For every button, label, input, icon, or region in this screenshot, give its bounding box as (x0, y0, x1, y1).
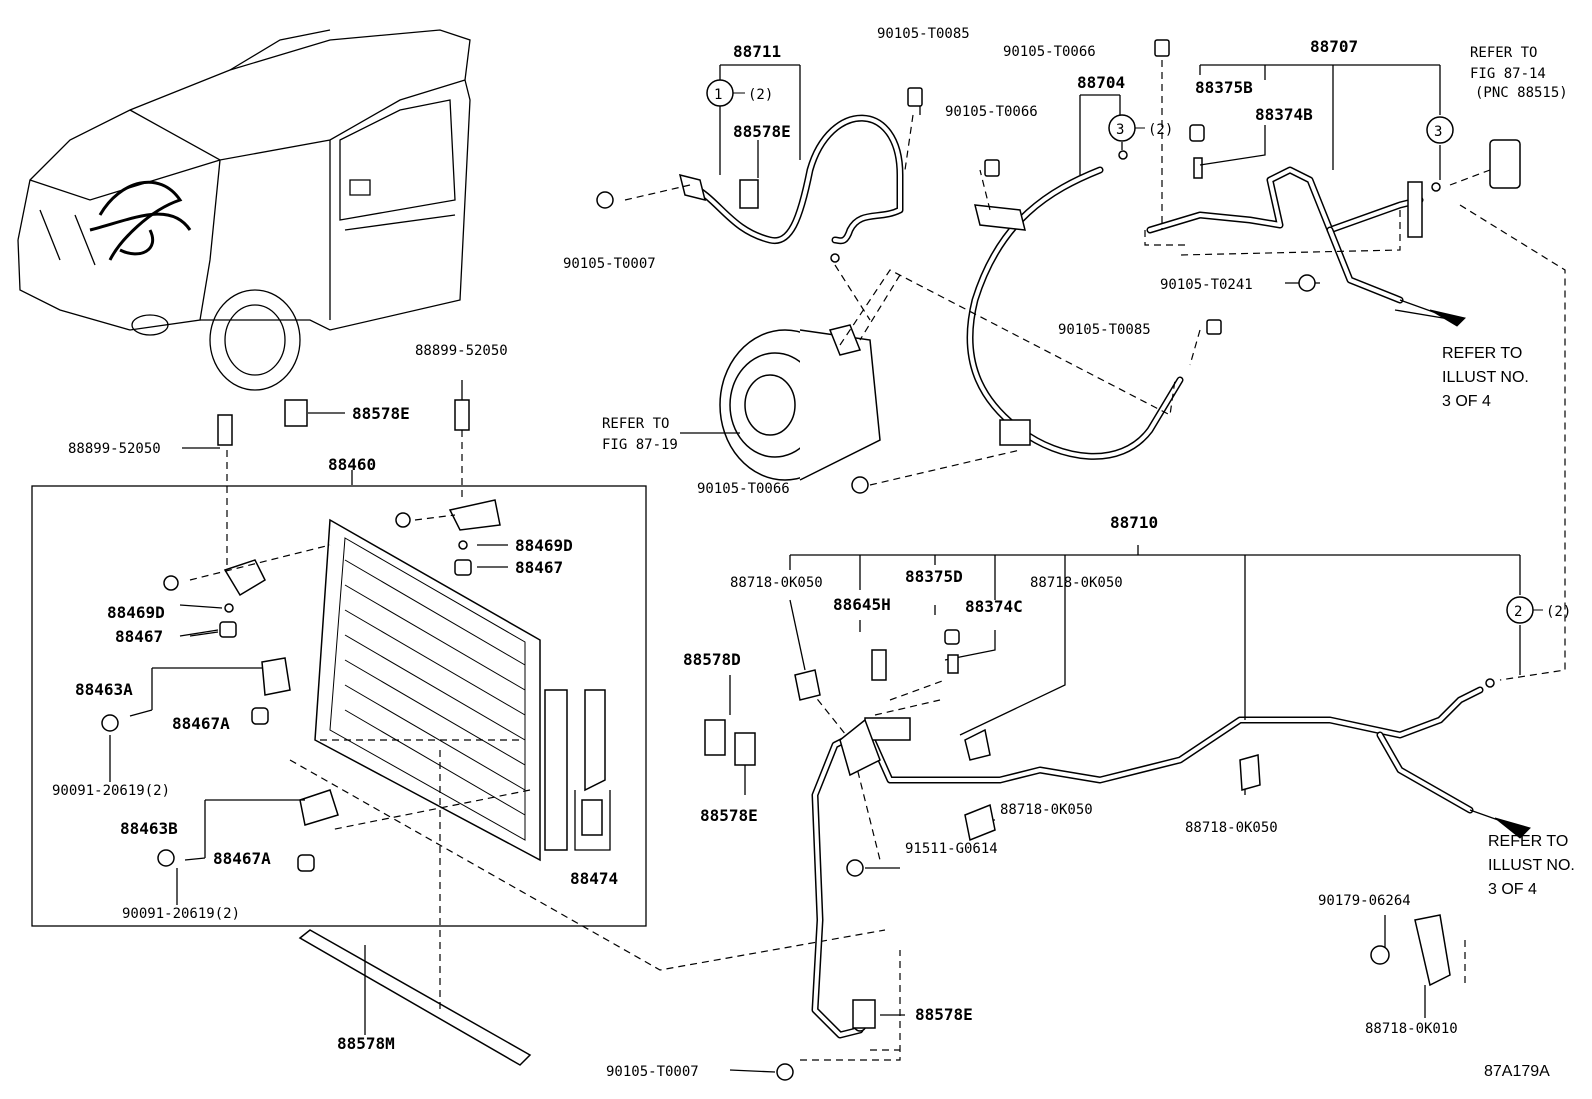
label-88375d: 88375D (905, 567, 963, 586)
label-refer-illust-b-2: ILLUST NO. (1488, 857, 1575, 874)
label-90179-06264: 90179-06264 (1318, 893, 1411, 909)
label-88374c: 88374C (965, 597, 1023, 616)
label-88578d: 88578D (683, 650, 741, 669)
label-90105-t0085-b: 90105-T0085 (1058, 322, 1151, 338)
compressor (719, 324, 881, 481)
label-88718-0k010: 88718-0K010 (1365, 1021, 1458, 1037)
label-88467-left: 88467 (115, 627, 163, 646)
condenser-core (314, 518, 606, 862)
label-88578e-bot: 88578E (915, 1005, 973, 1024)
label-88578m: 88578M (337, 1034, 395, 1053)
condenser-leaders (109, 380, 886, 1035)
label-90105-t0007-bot: 90105-T0007 (606, 1064, 699, 1080)
hose-88711 (678, 114, 904, 263)
svg-text:(2): (2) (748, 87, 773, 103)
label-90105-t0085-a: 90105-T0085 (877, 26, 970, 42)
svg-text:1: 1 (714, 87, 722, 103)
label-refer-87-14-2: FIG 87-14 (1470, 66, 1546, 82)
hose-88704 (966, 150, 1184, 460)
svg-text:2: 2 (1514, 604, 1522, 620)
condenser-brackets (101, 499, 603, 872)
label-90105-t0066-top: 90105-T0066 (1003, 44, 1096, 60)
label-88710: 88710 (1110, 513, 1158, 532)
label-90105-t0066-low: 90105-T0066 (697, 481, 790, 497)
label-refer-illust-a-3: 3 OF 4 (1442, 393, 1491, 410)
label-88704: 88704 (1077, 73, 1125, 92)
label-90091-20619-b: 90091-20619(2) (122, 906, 240, 922)
lower-leaders (729, 545, 1521, 1073)
svg-text:(2): (2) (1546, 604, 1571, 620)
label-88469d-left: 88469D (107, 603, 165, 622)
callout-3b: 3 (1426, 116, 1454, 144)
svg-text:3: 3 (1434, 124, 1442, 140)
label-88718-0k050-d: 88718-0K050 (1185, 820, 1278, 836)
pipe-88710 (811, 678, 1495, 1039)
label-88578e-low: 88578E (700, 806, 758, 825)
label-88469d-right: 88469D (515, 536, 573, 555)
svg-text:(2): (2) (1148, 122, 1173, 138)
label-refer-87-14-3: (PNC 88515) (1475, 85, 1568, 101)
label-88578e-top: 88578E (733, 122, 791, 141)
label-88578e-mid: 88578E (352, 404, 410, 423)
svg-text:3: 3 (1116, 122, 1124, 138)
bolts-upper (217, 399, 470, 446)
label-88375b: 88375B (1195, 78, 1253, 97)
label-88463b: 88463B (120, 819, 178, 838)
label-88718-0k050-a: 88718-0K050 (730, 575, 823, 591)
label-90105-t0007-top: 90105-T0007 (563, 256, 656, 272)
label-88718-0k050-b: 88718-0K050 (1030, 575, 1123, 591)
label-88899-52050-right: 88899-52050 (415, 343, 508, 359)
vehicle-illustration (17, 29, 471, 391)
label-refer-87-19-1: REFER TO (602, 416, 669, 432)
label-88711: 88711 (733, 42, 781, 61)
pipe-88707 (1146, 124, 1521, 304)
label-refer-illust-b-1: REFER TO (1488, 833, 1568, 850)
label-refer-illust-a-1: REFER TO (1442, 345, 1522, 362)
label-refer-illust-b-3: 3 OF 4 (1488, 881, 1537, 898)
part-labels: 88711 90105-T0085 90105-T0066 88707 REFE… (52, 26, 1575, 1080)
label-91511-g0614: 91511-G0614 (905, 841, 998, 857)
label-90091-20619-a: 90091-20619(2) (52, 783, 170, 799)
bar-88578m (298, 929, 532, 1066)
label-refer-87-19-2: FIG 87-19 (602, 437, 678, 453)
label-88707: 88707 (1310, 37, 1358, 56)
label-90105-t0066-mid: 90105-T0066 (945, 104, 1038, 120)
label-88374b: 88374B (1255, 105, 1313, 124)
callout-1: 1 (2) (706, 79, 773, 107)
label-88467a-bot: 88467A (213, 849, 271, 868)
label-refer-illust-a-2: ILLUST NO. (1442, 369, 1529, 386)
label-88467a-top: 88467A (172, 714, 230, 733)
label-88460: 88460 (328, 455, 376, 474)
callout-3a: 3 (2) (1108, 114, 1173, 142)
callout-2: 2 (2) (1506, 596, 1571, 624)
label-88645h: 88645H (833, 595, 891, 614)
lower-components (704, 629, 1451, 1081)
label-88463a: 88463A (75, 680, 133, 699)
label-88718-0k050-c: 88718-0K050 (1000, 802, 1093, 818)
upper-fasteners (596, 39, 1316, 494)
label-refer-87-14-1: REFER TO (1470, 45, 1537, 61)
label-88474: 88474 (570, 869, 618, 888)
label-88899-52050-left: 88899-52050 (68, 441, 161, 457)
label-90105-t0241: 90105-T0241 (1160, 277, 1253, 293)
arrow-right-lower (1494, 817, 1531, 839)
condenser-assembly-box (31, 485, 647, 927)
label-figure-id: 87A179A (1484, 1063, 1550, 1080)
label-88467-right: 88467 (515, 558, 563, 577)
